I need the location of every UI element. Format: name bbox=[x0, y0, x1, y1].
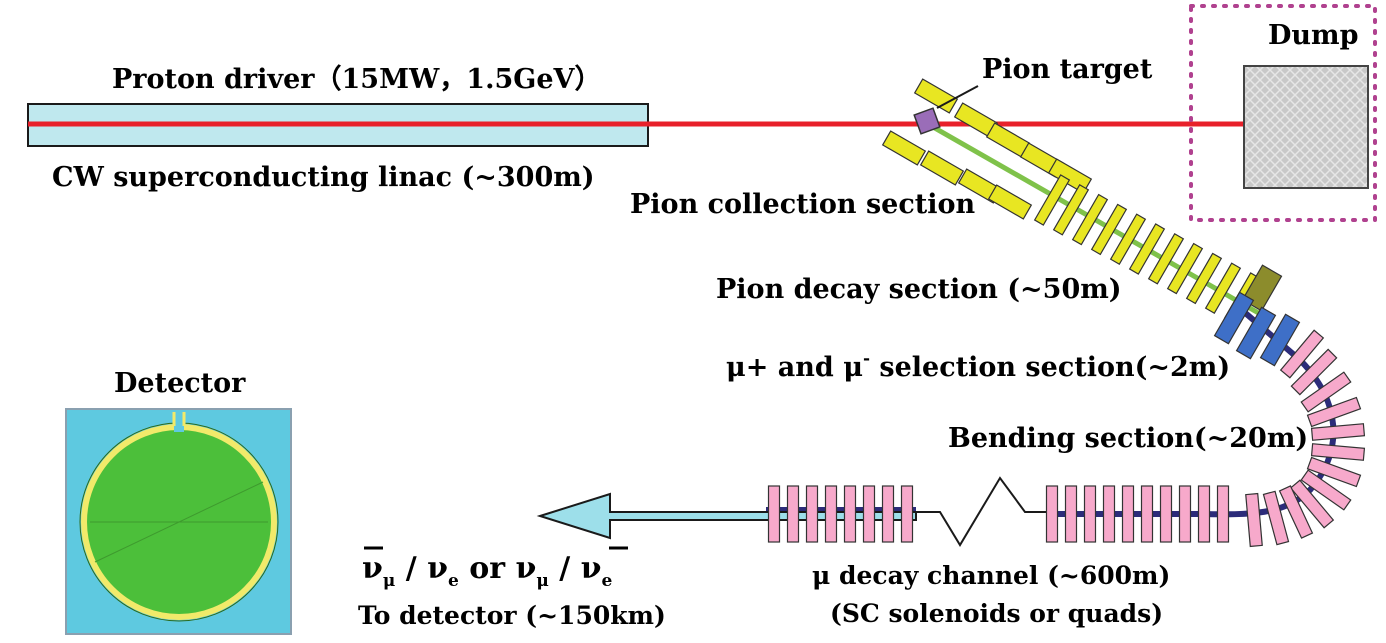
bending-coil bbox=[1300, 469, 1352, 511]
transport-coil bbox=[1102, 485, 1116, 543]
channel-break-zigzag bbox=[914, 476, 1050, 547]
dump-block bbox=[1243, 65, 1369, 189]
to-detector-label: To detector (~150km) bbox=[358, 601, 666, 630]
decay-channel-coil bbox=[805, 485, 819, 543]
transport-coil bbox=[1045, 485, 1059, 543]
bending-coil bbox=[1245, 492, 1263, 548]
collection-magnet-lower bbox=[919, 150, 965, 186]
decay-channel-coil bbox=[881, 485, 895, 543]
decay-channel-coil bbox=[900, 485, 914, 543]
dump-boundary bbox=[1189, 4, 1377, 222]
selection-blue-magnet bbox=[1235, 306, 1277, 360]
transport-coil bbox=[1140, 485, 1154, 543]
proton-driver-label: Proton driver（15MW，1.5GeV） bbox=[112, 64, 601, 95]
pion-decay-coil bbox=[1128, 223, 1166, 275]
bending-coil bbox=[1262, 490, 1290, 546]
pion-decay-coil bbox=[1185, 252, 1223, 305]
decay-channel-coil bbox=[824, 485, 838, 543]
collection-magnet-lower bbox=[881, 130, 927, 166]
pion-decay-coil bbox=[1090, 203, 1128, 256]
decay-channel-coil bbox=[862, 485, 876, 543]
pion-collection-label: Pion collection section bbox=[630, 189, 976, 220]
transport-coil bbox=[1216, 485, 1230, 543]
pion-decay-coil bbox=[1071, 193, 1109, 246]
transport-coil bbox=[1197, 485, 1211, 543]
pion-target bbox=[913, 107, 941, 135]
pion-decay-coil bbox=[1109, 213, 1147, 266]
selection-blue-magnet bbox=[1259, 313, 1301, 367]
pion-decay-coil bbox=[1033, 174, 1071, 226]
bending-coil bbox=[1289, 479, 1335, 529]
magnet-elements bbox=[767, 78, 1366, 548]
neutrino-flavor-label: νμ / νe or νμ / νe bbox=[362, 546, 628, 591]
pion-target-pointer bbox=[936, 85, 979, 109]
decay-channel-coil bbox=[767, 485, 781, 543]
bending-coil bbox=[1310, 423, 1366, 441]
transport-coil bbox=[1159, 485, 1173, 543]
bending-coil bbox=[1306, 396, 1362, 428]
bending-coil bbox=[1278, 485, 1314, 539]
bending-label: Bending section(~20m) bbox=[948, 423, 1308, 454]
mu-decay-channel-label: μ decay channel (~600m) bbox=[812, 561, 1170, 590]
pion-target-label: Pion target bbox=[982, 54, 1153, 85]
transport-coil bbox=[1064, 485, 1078, 543]
linac-label: CW superconducting linac (~300m) bbox=[52, 162, 595, 193]
neutrino-beam-arrow bbox=[536, 492, 917, 540]
bending-coil bbox=[1300, 371, 1352, 413]
detector-label: Detector bbox=[114, 368, 246, 399]
transport-coil bbox=[1178, 485, 1192, 543]
pion-decay-label: Pion decay section (~50m) bbox=[716, 274, 1122, 305]
collection-magnet-upper bbox=[913, 78, 959, 114]
pion-decay-coil bbox=[1147, 232, 1185, 285]
pion-decay-coil bbox=[1166, 242, 1204, 295]
bending-coil bbox=[1310, 443, 1366, 461]
selection-blue-magnet bbox=[1213, 291, 1255, 345]
mu-selection-label: μ+ and μ- selection section(~2m) bbox=[726, 349, 1230, 383]
sc-solenoids-label: (SC solenoids or quads) bbox=[830, 599, 1163, 628]
dump-label: Dump bbox=[1268, 20, 1359, 51]
bending-coil bbox=[1306, 456, 1362, 488]
detector-graphic bbox=[65, 408, 292, 635]
decay-channel-coil bbox=[786, 485, 800, 543]
decay-channel-coil bbox=[843, 485, 857, 543]
transport-coil bbox=[1121, 485, 1135, 543]
transport-coil bbox=[1083, 485, 1097, 543]
svg-text:νμ / νe or νμ / νe: νμ / νe or νμ / νe bbox=[362, 551, 612, 591]
bending-coil bbox=[1290, 348, 1338, 396]
pion-decay-coil bbox=[1204, 262, 1242, 315]
bending-coil bbox=[1279, 329, 1325, 379]
collection-magnet-lower bbox=[987, 184, 1033, 220]
pion-decay-coil bbox=[1052, 183, 1090, 236]
